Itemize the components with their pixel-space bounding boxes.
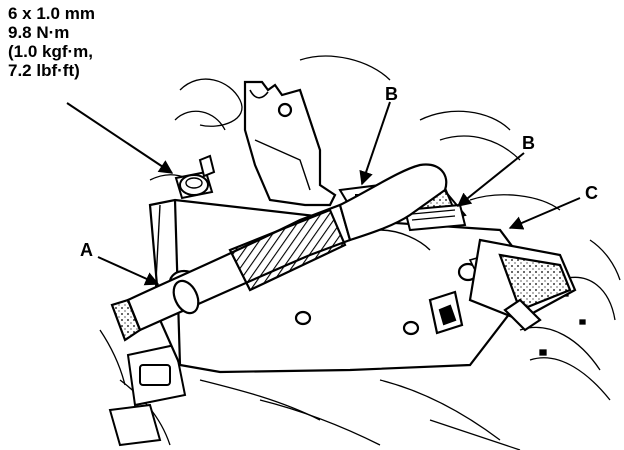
torque-nm: 9.8 N·m <box>8 23 70 42</box>
bolt-size: 6 x 1.0 mm <box>8 4 95 23</box>
right-pipe-c <box>468 238 577 332</box>
callout-b-left: B <box>385 84 398 104</box>
torque-spec-label: 6 x 1.0 mm 9.8 N·m (1.0 kgf·m, 7.2 lbf·f… <box>8 4 95 80</box>
upper-bracket <box>243 80 337 207</box>
torque-kgfm: (1.0 kgf·m, <box>8 42 94 61</box>
torque-lbfft: 7.2 lbf·ft) <box>8 61 80 80</box>
callout-b-right: B <box>522 133 535 153</box>
lower-left-bracket <box>108 343 187 447</box>
leader-lines <box>66 101 581 286</box>
flange-bolt <box>174 154 216 200</box>
hose-assembly <box>110 163 448 342</box>
callout-c: C <box>585 183 598 203</box>
callout-a: A <box>80 240 93 260</box>
